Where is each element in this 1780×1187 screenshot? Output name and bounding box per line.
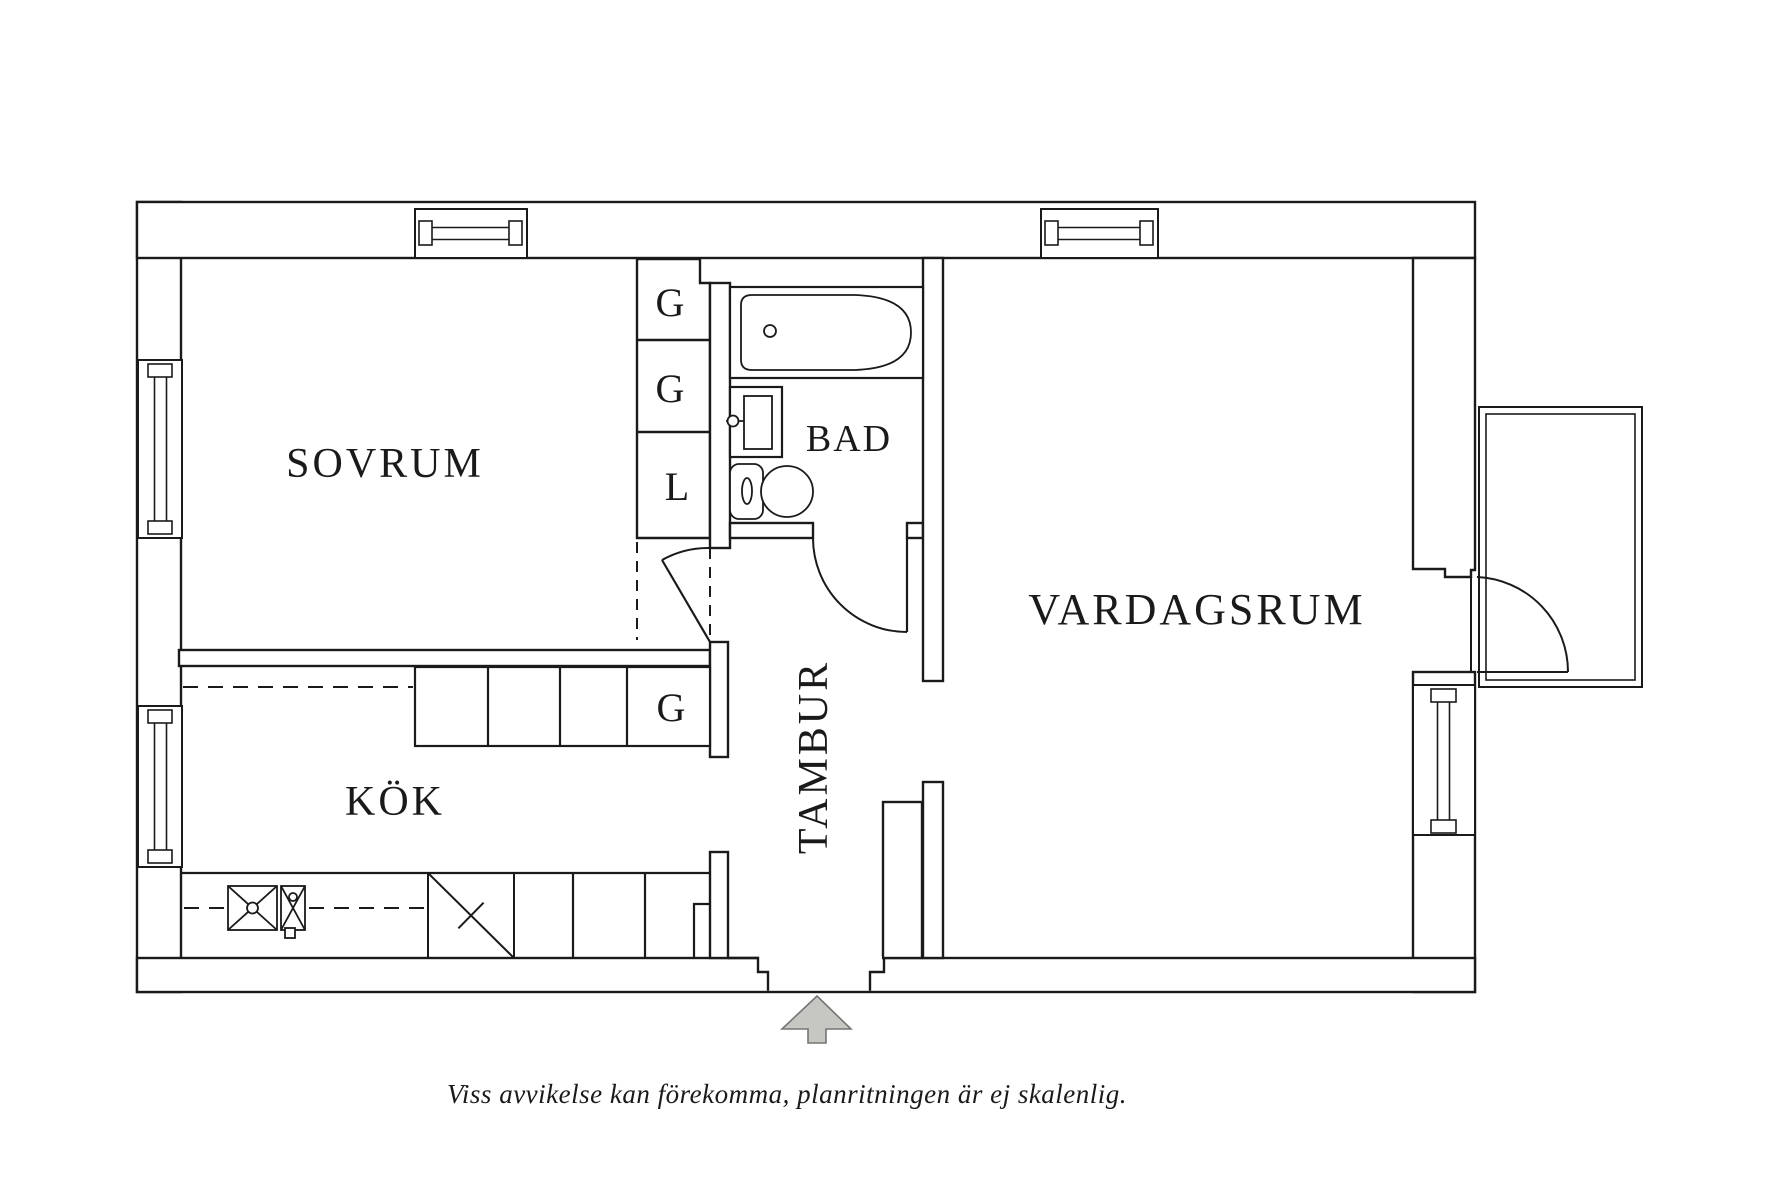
wall-bath-vardagsrum (921, 256, 945, 683)
window-cap (418, 220, 433, 246)
room-label-tambur: TAMBUR (791, 660, 837, 854)
window-cap (1139, 220, 1154, 246)
window-frame (1040, 208, 1159, 259)
kitchen-upper-row (413, 665, 712, 748)
interior-walls (177, 256, 945, 960)
faucet-handle (726, 414, 740, 428)
entry-arrow-icon (779, 994, 853, 1044)
counter-notch (692, 902, 710, 958)
wall-tambur-vardagsrum (921, 780, 945, 960)
window-left-sovrum (137, 359, 183, 539)
stove (427, 872, 515, 959)
window-cap (508, 220, 523, 246)
kitchen-cabinets (181, 665, 712, 958)
window-frame (1412, 684, 1476, 836)
balcony-door (1470, 576, 1570, 673)
window-cap (1430, 819, 1457, 834)
window-cap (147, 363, 173, 378)
wall-left (135, 200, 183, 994)
sink-bowl (743, 395, 773, 450)
sink-drain (246, 901, 259, 915)
bathroom-door (812, 537, 909, 633)
toilet-button (741, 477, 753, 505)
wall-kok-tambur-stub (708, 850, 730, 960)
faucet-dot (288, 892, 298, 902)
window-cap (147, 520, 173, 535)
bathroom-sink (726, 385, 784, 459)
bathtub-drain (763, 324, 777, 338)
plan-caption: Viss avvikelse kan förekomma, planritnin… (447, 1079, 1127, 1109)
closet-label-g1: G (656, 280, 685, 325)
wall-top (135, 200, 1477, 260)
wall-right-upper (1411, 256, 1477, 579)
toilet (729, 463, 814, 520)
sovrum-door-leaf (661, 559, 711, 643)
room-label-vardagsrum: VARDAGSRUM (1028, 585, 1365, 634)
windows (137, 208, 1476, 868)
wall-kok-tambur-upper (708, 640, 730, 759)
wall-bath-jamb (905, 521, 925, 540)
window-top-vardagsrum (1040, 208, 1159, 259)
bathtub (728, 285, 925, 380)
entry-opening (759, 956, 882, 991)
outer-walls (135, 200, 1477, 994)
window-top-sovrum (414, 208, 528, 259)
room-label-bad: BAD (806, 418, 892, 460)
window-left-kok (137, 705, 183, 868)
wall-closet-bath (708, 281, 732, 550)
entry-jamb-right (868, 958, 886, 991)
faucet-base (284, 927, 296, 939)
toilet-bowl (760, 465, 814, 518)
closet-label-l: L (665, 464, 689, 509)
closet-label-g-kitchen: G (657, 685, 686, 730)
balcony-inner (1485, 413, 1636, 681)
wall-bath-bottom (728, 521, 815, 540)
stove-tick (457, 901, 485, 930)
room-label-sovrum: SOVRUM (286, 441, 484, 487)
entry-jambs (728, 956, 886, 991)
window-cap (147, 849, 173, 864)
window-cap (1044, 220, 1059, 246)
kitchen-sink (227, 885, 306, 939)
closet-label-g2: G (656, 366, 685, 411)
window-cap (147, 709, 173, 724)
balcony (1478, 406, 1643, 688)
wall-pier (881, 800, 924, 960)
entry-jamb-left (728, 956, 770, 991)
window-right-vardagsrum (1412, 684, 1476, 836)
window-cap (1430, 688, 1457, 703)
window-frame (137, 705, 183, 868)
room-label-kok: KÖK (345, 779, 445, 825)
window-frame (137, 359, 183, 539)
bathroom-door-arc (812, 537, 908, 633)
balcony-door-arc (1476, 576, 1570, 673)
sovrum-door (636, 542, 711, 643)
sovrum-door-arc (661, 546, 711, 561)
wall-sovrum-kok (177, 648, 712, 668)
sink-cross (280, 885, 306, 931)
bathtub-shape (740, 294, 912, 371)
